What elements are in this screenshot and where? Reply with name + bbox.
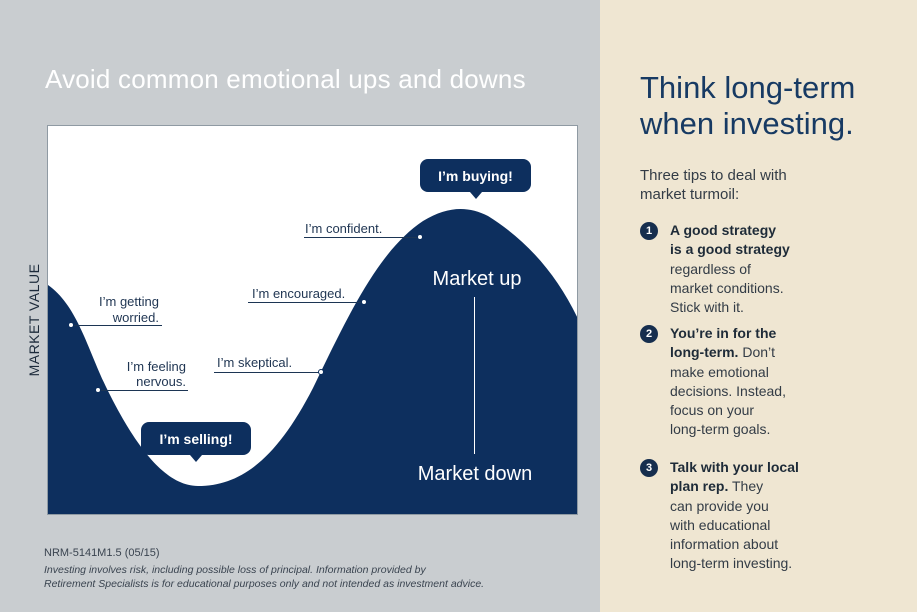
tip-1-number-badge: 1: [640, 222, 658, 240]
disclaimer-line2: Retirement Specialists is for educationa…: [44, 578, 485, 590]
emotion-worried-marker: [68, 322, 74, 328]
tip-3-line2-tail: They: [728, 478, 764, 495]
tip-2-line2-tail: Don’t: [738, 344, 776, 361]
emotion-skeptical-marker: [318, 369, 324, 375]
right-title-line1: Think long-term: [640, 70, 856, 105]
emotion-confident-underline: [304, 237, 421, 238]
tip-1-line3: regardless of: [670, 260, 751, 277]
emotion-skeptical: I’m skeptical.: [217, 355, 293, 370]
emotion-skeptical-underline: [214, 372, 321, 373]
emotion-nervous-underline: [98, 390, 188, 391]
market-curve: [48, 209, 577, 514]
tip-3-line6: long-term investing.: [670, 555, 793, 572]
tip-2-text: You’re in for the long-term. Don’t make …: [670, 324, 845, 440]
disclaimer: Investing involves risk, including possi…: [44, 563, 589, 591]
selling-bubble: I’m selling!: [141, 422, 251, 462]
emotion-worried-underline: [71, 325, 162, 326]
tip-2-line6: long-term goals.: [670, 421, 771, 438]
emotion-nervous-line1: I’m feeling: [126, 359, 186, 374]
market-range-line: [474, 297, 475, 454]
tip-2-number-badge: 2: [640, 325, 658, 343]
tip-1-text: A good strategy is a good strategy regar…: [670, 221, 845, 317]
tip-3-bold-line2: plan rep.: [670, 478, 729, 495]
market-curve-svg: [48, 209, 577, 514]
right-title: Think long-term when investing.: [640, 70, 910, 142]
tip-2-bold-line2: long-term.: [670, 344, 739, 361]
tip-1-bold-line2: is a good strategy: [670, 241, 790, 258]
tips-intro-line1: Three tips to deal with: [640, 167, 787, 184]
tip-1-line5: Stick with it.: [670, 299, 744, 316]
tip-3-number-badge: 3: [640, 459, 658, 477]
right-panel: [600, 0, 917, 612]
tip-2-bold-line1: You’re in for the: [670, 325, 777, 341]
tip-1-bold-line1: A good strategy: [670, 222, 777, 238]
disclaimer-line1: Investing involves risk, including possi…: [44, 564, 426, 576]
tip-1-line4: market conditions.: [670, 279, 784, 296]
market-down-label: Market down: [417, 463, 533, 485]
emotion-nervous-marker: [95, 387, 101, 393]
tip-2-line4: decisions. Instead,: [670, 382, 786, 399]
right-title-line2: when investing.: [640, 106, 854, 141]
tip-3-line5: information about: [670, 536, 779, 553]
tips-intro: Three tips to deal with market turmoil:: [640, 166, 900, 204]
tip-3-bold-line1: Talk with your local: [670, 459, 799, 475]
emotion-nervous-line2: nervous.: [136, 374, 186, 389]
emotion-confident-marker: [417, 234, 423, 240]
tip-3-line3: can provide you: [670, 497, 769, 514]
emotion-encouraged: I’m encouraged.: [252, 286, 346, 301]
tip-3-line4: with educational: [670, 516, 771, 533]
emotion-worried-line2: worried.: [112, 310, 159, 325]
tip-2-line5: focus on your: [670, 402, 755, 419]
y-axis-label: MARKET VALUE: [26, 263, 42, 377]
document-code: NRM-5141M1.5 (05/15): [44, 547, 160, 559]
emotion-encouraged-underline: [248, 302, 364, 303]
emotion-worried-line1: I’m getting: [99, 294, 159, 309]
tip-3-text: Talk with your local plan rep. They can …: [670, 458, 845, 574]
market-up-label: Market up: [432, 268, 522, 290]
tip-2-line3: make emotional: [670, 363, 769, 380]
tips-intro-line2: market turmoil:: [640, 186, 740, 203]
chart-title: Avoid common emotional ups and downs: [45, 64, 526, 94]
emotion-encouraged-marker: [361, 299, 367, 305]
buying-bubble: I’m buying!: [420, 159, 531, 199]
emotion-confident: I’m confident.: [305, 221, 383, 236]
